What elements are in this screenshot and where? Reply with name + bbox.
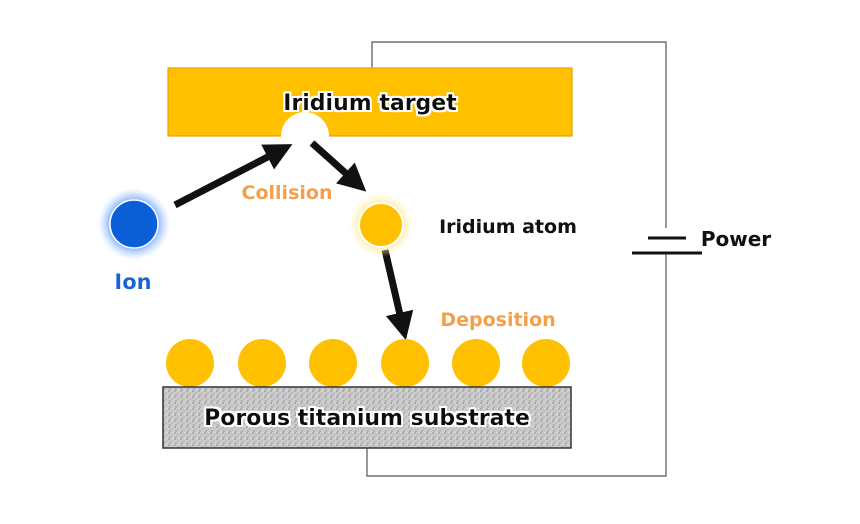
battery-symbol-icon bbox=[632, 236, 702, 255]
iridium-target-label: Iridium target bbox=[283, 91, 457, 116]
deposited-atom bbox=[166, 339, 214, 387]
iridium-atom-label: Iridium atom bbox=[439, 216, 577, 238]
deposited-atom bbox=[381, 339, 429, 387]
substrate-label: Porous titanium substrate bbox=[204, 406, 530, 431]
ion-label: Ion bbox=[114, 270, 151, 294]
arrow-ion-to-target bbox=[173, 144, 293, 209]
deposited-atom bbox=[309, 339, 357, 387]
collision-label: Collision bbox=[242, 182, 333, 204]
deposition-label: Deposition bbox=[440, 309, 555, 331]
circuit-wire-top bbox=[371, 41, 667, 228]
deposited-atom bbox=[452, 339, 500, 387]
deposited-atom bbox=[238, 339, 286, 387]
iridium-target-block bbox=[167, 67, 573, 137]
deposited-atom bbox=[522, 339, 570, 387]
power-label: Power bbox=[701, 227, 771, 251]
porous-titanium-substrate bbox=[162, 386, 572, 449]
arrow-atom-to-substrate bbox=[381, 249, 414, 341]
deposited-atoms bbox=[166, 339, 570, 387]
iridium-atom bbox=[358, 202, 404, 248]
ion-particle bbox=[109, 199, 159, 249]
arrow-target-to-atom bbox=[309, 140, 367, 192]
power-circuit bbox=[366, 41, 702, 477]
circuit-wire-bottom bbox=[366, 253, 667, 477]
